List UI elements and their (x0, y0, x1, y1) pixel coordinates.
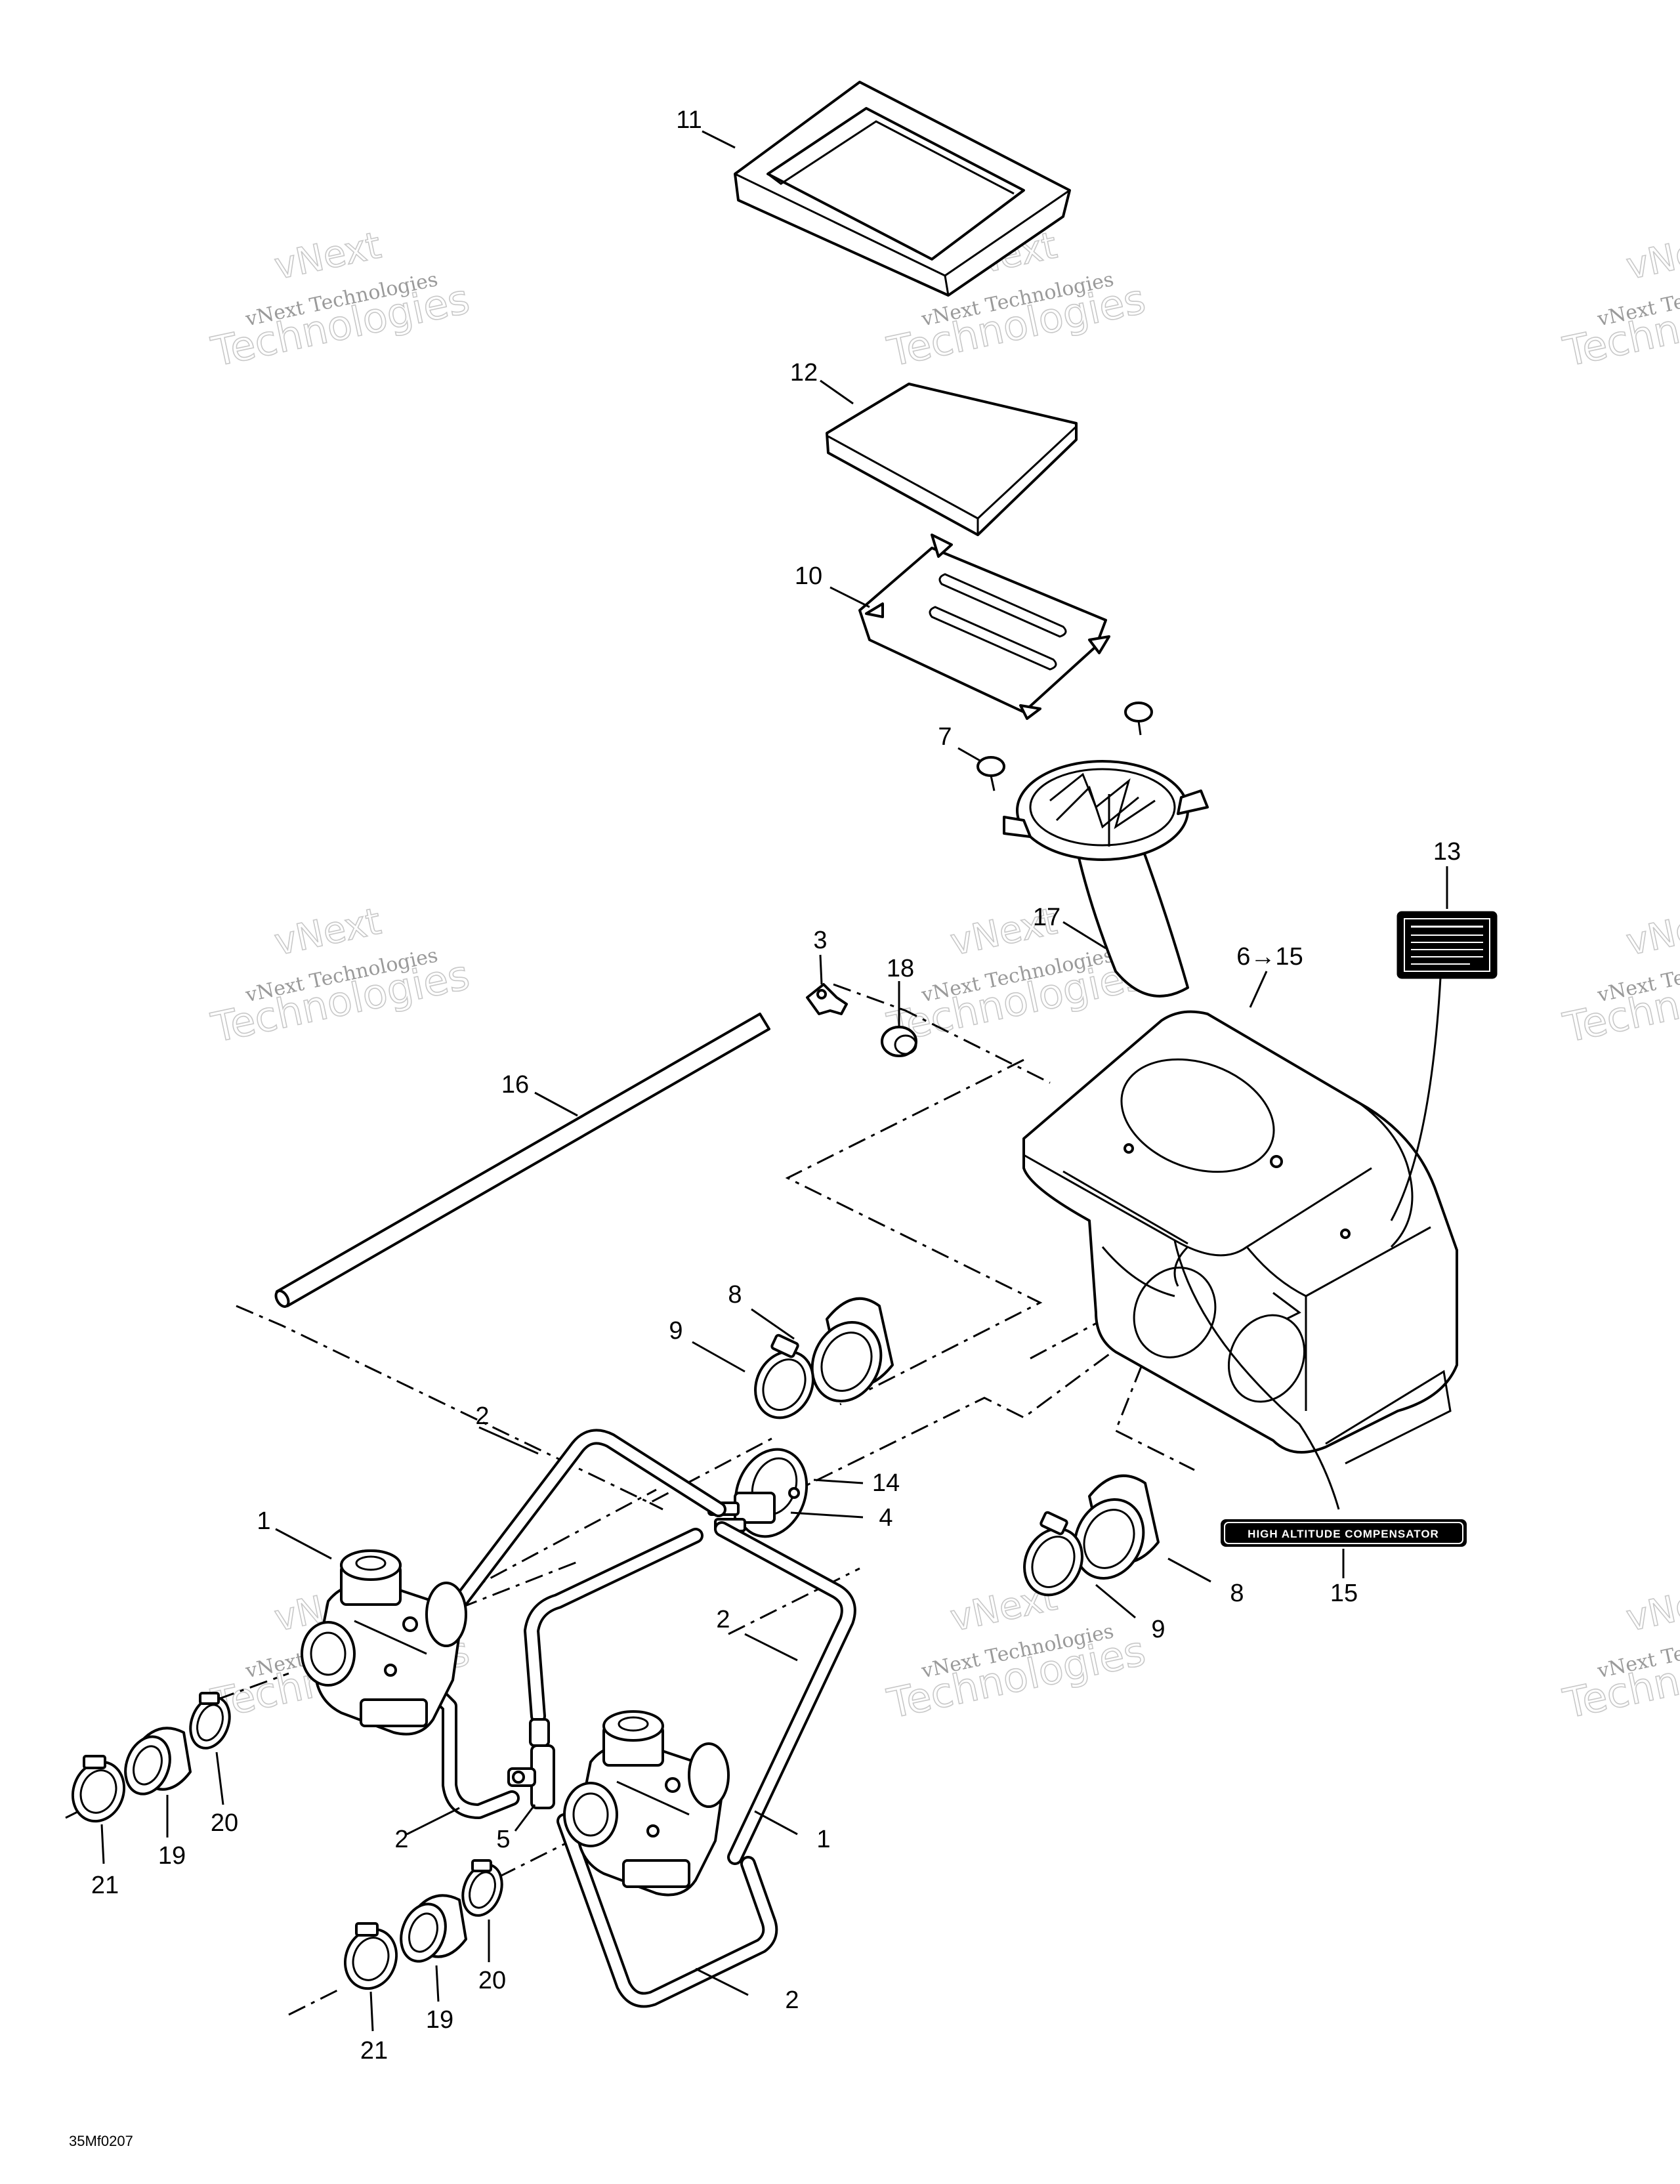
callout-8-lower: 8 (1230, 1580, 1244, 1607)
callout-2-middle: 2 (716, 1606, 730, 1633)
svg-text:vNext: vNext (1623, 224, 1680, 289)
svg-text:vNext: vNext (1623, 1576, 1680, 1641)
part-21-clamp-lower (343, 1922, 398, 1990)
callout-20-upper: 20 (211, 1809, 238, 1837)
callout-2-upper: 2 (475, 1402, 489, 1430)
callout-9-upper: 9 (669, 1317, 682, 1345)
decal-text: HIGH ALTITUDE COMPENSATOR (1248, 1528, 1439, 1540)
callout-5: 5 (496, 1826, 510, 1853)
part-3-elbow-fitting (806, 983, 848, 1015)
leader-lines (100, 130, 1448, 2032)
callout-7: 7 (938, 723, 952, 751)
watermark: vNext vNext Technologies Technologies (207, 224, 474, 377)
callout-20-lower: 20 (478, 1967, 506, 1994)
callout-17: 17 (1033, 904, 1060, 931)
callout-19-lower: 19 (426, 2006, 453, 2034)
callout-6-15: 6→15 (1236, 943, 1303, 971)
callout-labels: 11 12 10 7 17 3 18 6→15 13 16 8 9 2 14 4… (91, 106, 1461, 2065)
callout-11: 11 (676, 106, 702, 134)
part-19-sleeve-left-upper (124, 1727, 192, 1796)
callout-21-upper: 21 (91, 1872, 119, 1899)
callout-14: 14 (872, 1469, 900, 1497)
part-2-hoses (429, 1429, 856, 2008)
part-18-grommet (881, 1026, 917, 1057)
part-17-intake-silencer (1003, 760, 1209, 998)
callout-9-lower: 9 (1151, 1616, 1165, 1643)
callout-12: 12 (790, 359, 818, 387)
callout-2-left: 2 (394, 1826, 408, 1853)
part-8-sleeve-upper (810, 1297, 894, 1403)
watermark: vNext vNext Technologies Technologies (1559, 224, 1680, 377)
svg-text:Technologies: Technologies (1559, 1626, 1680, 1727)
part-13-warning-decal (1396, 911, 1498, 979)
svg-text:Technologies: Technologies (1559, 950, 1680, 1051)
part-9-clamp-upper (754, 1334, 814, 1419)
callout-4: 4 (879, 1504, 892, 1532)
part-19-sleeve-lower (400, 1894, 467, 1963)
part-21-clamp-left-upper (71, 1755, 126, 1823)
callout-10: 10 (795, 562, 822, 590)
figure-code: 35Mf0207 (69, 2133, 133, 2149)
watermark: vNext vNext Technologies Technologies (1559, 900, 1680, 1053)
part-1-carburetor-upper (301, 1549, 467, 1736)
callout-15: 15 (1330, 1580, 1358, 1607)
watermark: vNext vNext Technologies Technologies (1559, 1576, 1680, 1729)
part-12-filter-pad (826, 383, 1078, 536)
part-5-t-fitting (507, 1718, 555, 1809)
svg-text:Technologies: Technologies (1559, 274, 1680, 375)
callout-16: 16 (501, 1071, 529, 1099)
assembly-lines (65, 983, 1202, 2016)
svg-text:vNext: vNext (271, 224, 385, 289)
part-16-vent-hose (274, 1013, 770, 1308)
part-9-clamp-lower (1023, 1511, 1083, 1597)
callout-3: 3 (813, 927, 827, 954)
part-8-sleeve-lower (1073, 1474, 1160, 1580)
callout-19-upper: 19 (158, 1842, 186, 1870)
callout-2-bottom: 2 (785, 1986, 799, 2014)
callout-1-upper: 1 (257, 1507, 270, 1535)
part-1-carburetor-lower (563, 1710, 730, 1897)
part-20-clamp-left-upper (189, 1692, 231, 1750)
part-15-altitude-decal: HIGH ALTITUDE COMPENSATOR (1221, 1519, 1467, 1547)
callout-1-lower: 1 (816, 1826, 830, 1853)
part-7-rivets (976, 702, 1153, 791)
callout-18: 18 (887, 955, 914, 982)
part-11-foam-frame (734, 81, 1071, 297)
callout-8-upper: 8 (728, 1281, 742, 1309)
callout-13: 13 (1433, 838, 1461, 866)
part-6-airbox (1022, 1010, 1458, 1465)
callout-21-lower: 21 (360, 2037, 388, 2065)
part-20-clamp-lower (461, 1859, 503, 1917)
part-10-filter-grille (858, 534, 1110, 720)
watermark: vNext vNext Technologies Technologies (207, 900, 474, 1053)
watermark: vNext vNext Technologies Technologies (883, 1576, 1150, 1729)
svg-text:vNext: vNext (1623, 900, 1680, 965)
svg-text:vNext: vNext (271, 900, 385, 965)
